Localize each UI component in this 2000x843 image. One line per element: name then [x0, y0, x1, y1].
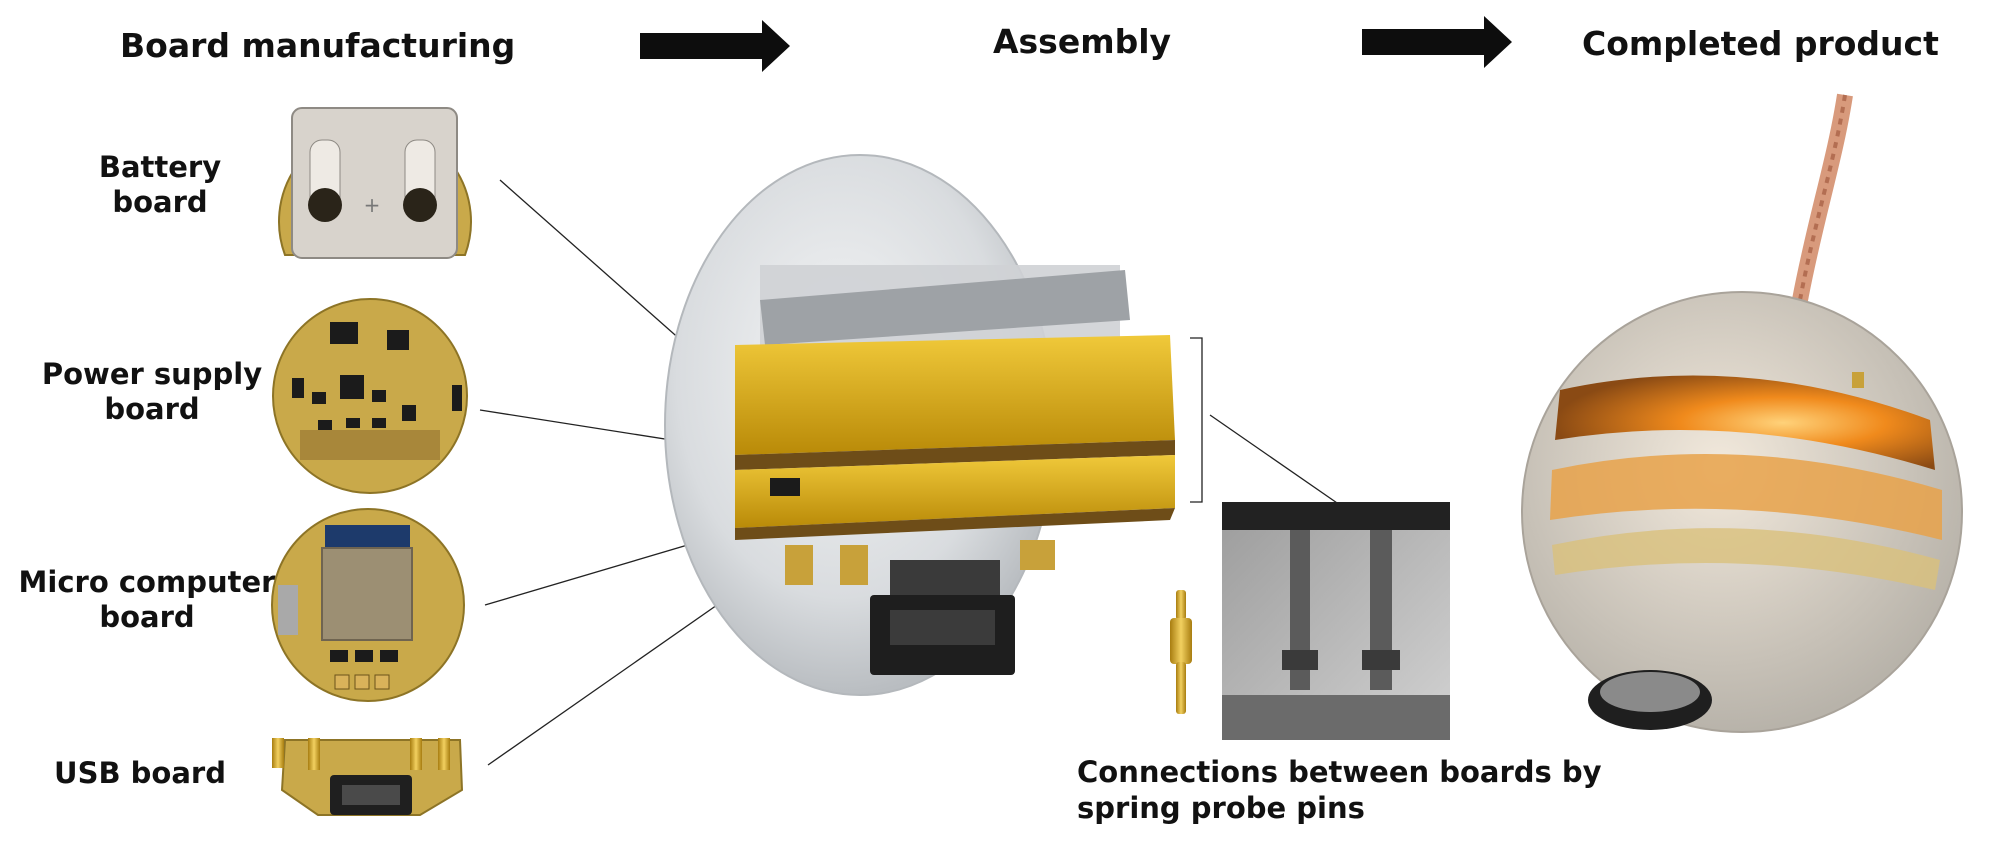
- arrow-to-assembly-icon: [640, 20, 790, 72]
- usb-board-image: [272, 738, 464, 816]
- label-usb-board: USB board: [54, 756, 226, 790]
- header-completed-product: Completed product: [1582, 24, 1939, 63]
- label-micro-computer-board: Micro computer board: [18, 565, 276, 634]
- xray-inset-image: [1222, 502, 1450, 740]
- assembly-image: [664, 154, 1175, 696]
- micro-computer-board-image: [271, 508, 465, 702]
- svg-text:+: +: [364, 193, 381, 217]
- label-battery-board: Battery board: [98, 150, 222, 219]
- spring-probe-pin-icon: [1170, 590, 1192, 714]
- completed-product-image: [1521, 93, 1963, 733]
- header-board-manufacturing: Board manufacturing: [120, 26, 516, 65]
- stack-bracket: [1190, 337, 1341, 506]
- header-assembly: Assembly: [993, 22, 1172, 61]
- caption-spring-probe-pins: Connections between boards by spring pro…: [1077, 755, 1602, 825]
- power-supply-board-image: [272, 298, 468, 494]
- label-power-supply-board: Power supply board: [41, 357, 263, 426]
- arrow-to-completed-icon: [1362, 16, 1512, 68]
- battery-board-image: +: [278, 107, 472, 259]
